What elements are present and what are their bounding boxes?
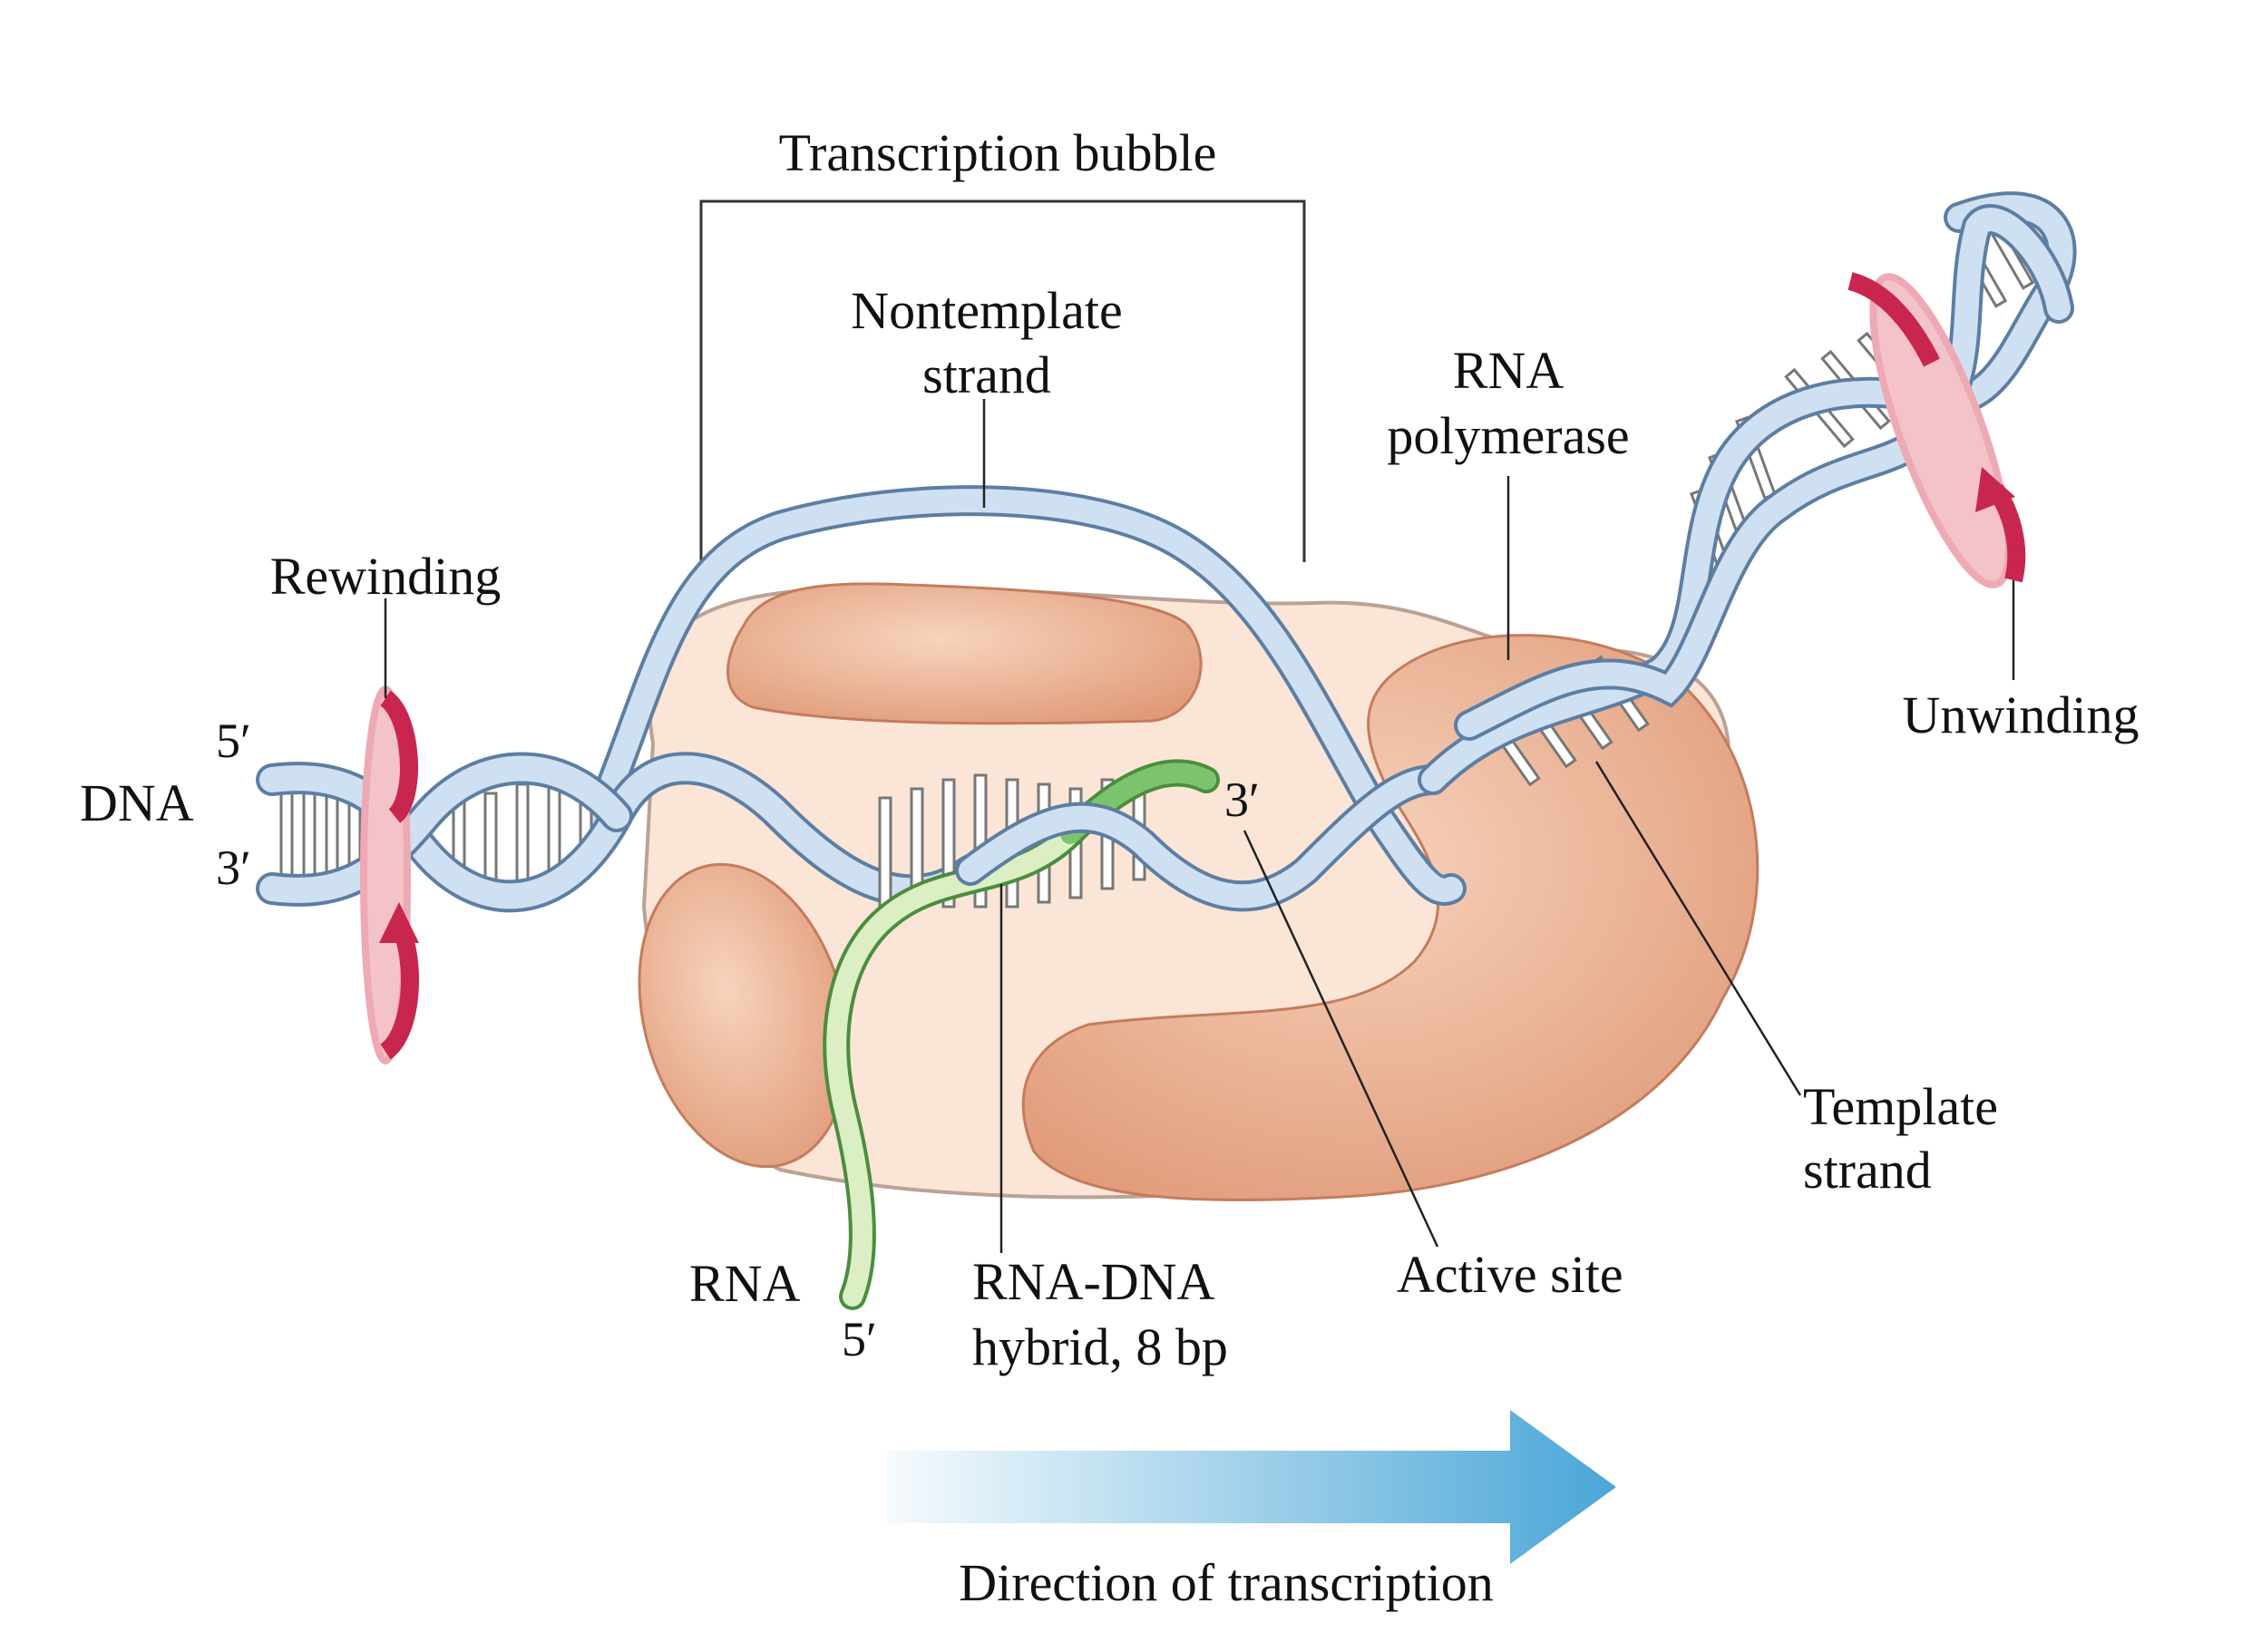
- label-unwinding: Unwinding: [1903, 685, 2140, 744]
- label-rna-5prime: 5′: [842, 1312, 877, 1366]
- label-direction: Direction of transcription: [959, 1553, 1494, 1612]
- label-rna-polymerase-2: polymerase: [1387, 406, 1629, 465]
- label-rna-polymerase-1: RNA: [1453, 341, 1565, 400]
- label-dna-5prime: 5′: [216, 714, 251, 768]
- label-nontemplate-1: Nontemplate: [851, 281, 1123, 340]
- label-nontemplate-2: strand: [922, 345, 1051, 404]
- transcription-bubble-bracket: [699, 199, 1306, 562]
- label-hybrid-2: hybrid, 8 bp: [972, 1317, 1228, 1376]
- label-template-2: strand: [1803, 1141, 1932, 1200]
- polymerase-lobe-top: [726, 582, 1203, 725]
- label-dna: DNA: [80, 773, 194, 832]
- unwinding-arrow-icon: [1847, 272, 2026, 588]
- dna-right-helix: [1418, 191, 2077, 795]
- direction-arrow: [887, 1410, 1616, 1564]
- label-active-site: Active site: [1397, 1245, 1623, 1304]
- rewinding-arrow-icon: [360, 685, 419, 1064]
- label-template-1: Template: [1803, 1077, 1998, 1136]
- label-rna: RNA: [689, 1254, 801, 1313]
- label-rewinding: Rewinding: [270, 547, 502, 606]
- label-hybrid-1: RNA-DNA: [972, 1252, 1215, 1311]
- label-rna-3prime: 3′: [1224, 773, 1260, 827]
- label-dna-3prime: 3′: [216, 841, 251, 895]
- leader-lines: [384, 399, 2015, 1253]
- label-transcription-bubble: Transcription bubble: [779, 123, 1217, 182]
